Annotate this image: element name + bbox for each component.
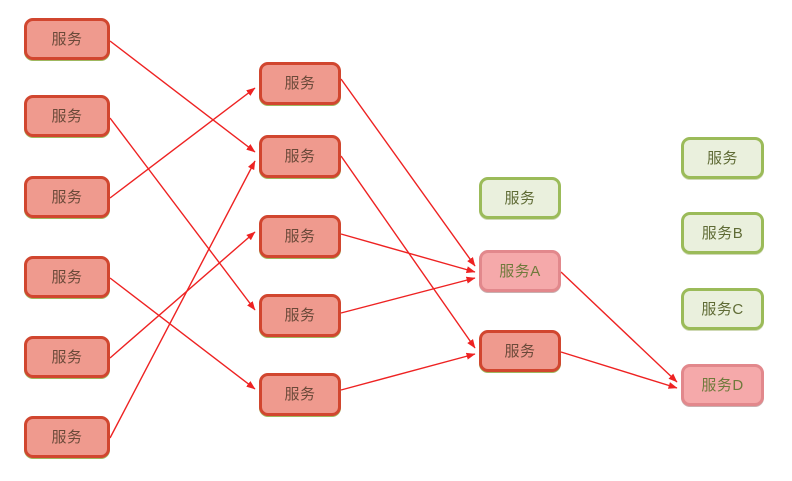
edge-m3-to-c2: [340, 233, 476, 274]
node-label: 服务: [284, 75, 316, 92]
edge-l2-to-m4: [109, 117, 256, 311]
node-label: 服务D: [701, 376, 744, 394]
node-label: 服务: [284, 148, 316, 165]
edge-c3-to-r4: [560, 351, 678, 389]
node-label: 服务A: [499, 262, 541, 280]
node-label: 服务: [284, 386, 316, 403]
node-r2[interactable]: 服务B: [681, 212, 764, 254]
node-m4[interactable]: 服务: [259, 294, 341, 337]
node-l2[interactable]: 服务: [24, 95, 110, 137]
node-l1[interactable]: 服务: [24, 18, 110, 60]
node-l6[interactable]: 服务: [24, 416, 110, 458]
node-label: 服务: [504, 342, 536, 360]
edges-group: [109, 40, 678, 439]
edge-m2-to-c3: [340, 155, 476, 349]
edge-m5-to-c3: [340, 352, 476, 391]
node-label: 服务: [51, 428, 83, 446]
node-r4[interactable]: 服务D: [681, 364, 764, 406]
node-m5[interactable]: 服务: [259, 373, 341, 416]
node-r3[interactable]: 服务C: [681, 288, 764, 330]
node-label: 服务: [706, 149, 738, 167]
node-c3[interactable]: 服务: [479, 330, 561, 372]
node-label: 服务: [284, 307, 316, 324]
node-label: 服务: [51, 107, 83, 125]
node-label: 服务B: [701, 224, 744, 242]
edge-m1-to-c2: [340, 78, 476, 267]
edge-l1-to-m2: [109, 40, 256, 153]
node-c1[interactable]: 服务: [479, 177, 561, 219]
node-label: 服务C: [701, 300, 744, 318]
edge-l3-to-m1: [109, 87, 256, 199]
edge-c2-to-r4: [560, 271, 678, 383]
node-l5[interactable]: 服务: [24, 336, 110, 378]
node-label: 服务: [51, 30, 83, 48]
node-label: 服务: [51, 268, 83, 286]
node-label: 服务: [51, 188, 83, 206]
node-label: 服务: [51, 348, 83, 366]
node-m3[interactable]: 服务: [259, 215, 341, 258]
edge-l5-to-m3: [109, 231, 256, 359]
node-label: 服务: [504, 189, 536, 207]
node-l3[interactable]: 服务: [24, 176, 110, 218]
node-r1[interactable]: 服务: [681, 137, 764, 179]
edge-l6-to-m2: [109, 160, 256, 439]
node-c2[interactable]: 服务A: [479, 250, 561, 292]
node-l4[interactable]: 服务: [24, 256, 110, 298]
edge-l4-to-m5: [109, 277, 256, 390]
node-label: 服务: [284, 228, 316, 245]
node-m2[interactable]: 服务: [259, 135, 341, 178]
edge-m4-to-c2: [340, 276, 476, 314]
node-m1[interactable]: 服务: [259, 62, 341, 105]
